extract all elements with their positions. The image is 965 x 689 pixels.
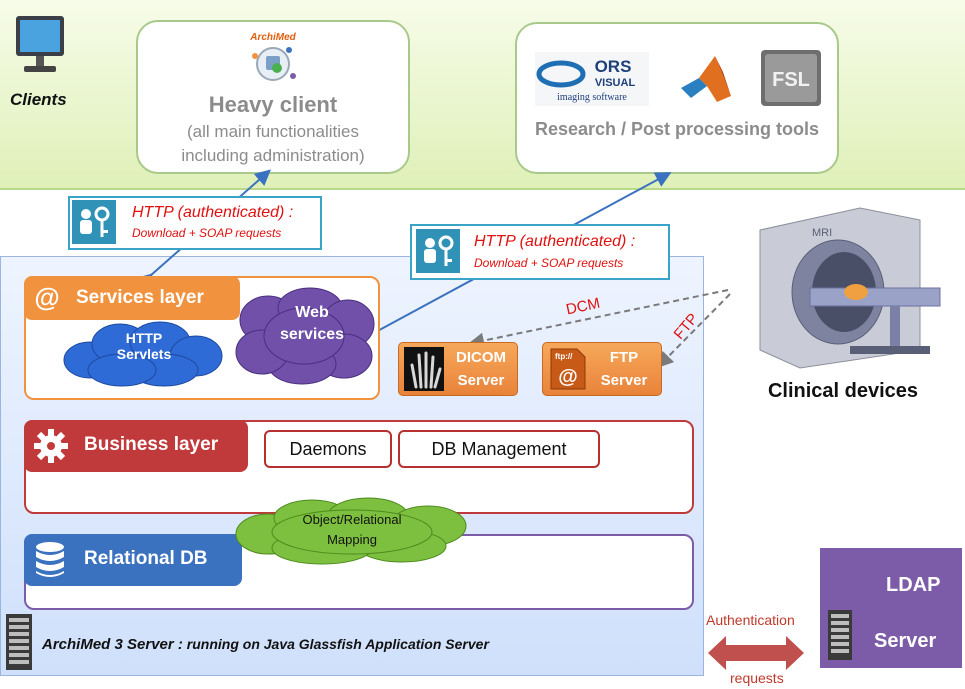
dicom-server-line1: DICOM bbox=[456, 349, 506, 366]
imaging-software-text: imaging software bbox=[557, 92, 627, 103]
services-layer-tab: @ Services layer bbox=[24, 276, 240, 320]
ftp-server-tile: ftp:// @ FTP Server bbox=[542, 342, 662, 396]
http-right-box: HTTP (authenticated) : Download + SOAP r… bbox=[410, 224, 670, 280]
user-key-icon bbox=[416, 229, 460, 273]
fsl-logo: FSL bbox=[761, 50, 821, 106]
ldap-server-box: LDAP Server bbox=[820, 548, 962, 668]
ftp-server-line1: FTP bbox=[609, 349, 639, 366]
ftp-icon-text: ftp:// bbox=[555, 352, 573, 361]
fsl-logo-text: FSL bbox=[772, 69, 810, 91]
archimed-logo: ArchiMed bbox=[249, 32, 297, 81]
http-servlets-label: HTTP Servlets bbox=[60, 330, 228, 362]
orm-label: Object/Relational Mapping bbox=[232, 510, 472, 550]
heavy-client-subtitle-line1: (all main functionalities bbox=[187, 122, 359, 141]
business-layer-title: Business layer bbox=[84, 434, 219, 455]
web-services-cloud bbox=[235, 287, 375, 385]
orm-line2: Mapping bbox=[327, 532, 377, 547]
archimed-logo-text: ArchiMed bbox=[249, 32, 296, 43]
dicom-server-line2: Server bbox=[457, 372, 505, 389]
monitor-icon bbox=[16, 16, 64, 72]
services-layer-title: Services layer bbox=[76, 287, 204, 308]
ldap-line2: Server bbox=[874, 630, 937, 652]
xray-hand-icon bbox=[404, 347, 444, 391]
server-footer-main: ArchiMed 3 Server : bbox=[42, 636, 183, 653]
web-services-label: Web services bbox=[242, 302, 382, 346]
mri-text: MRI bbox=[812, 227, 832, 239]
server-rack-icon bbox=[6, 614, 32, 670]
visual-logo-text: VISUAL bbox=[595, 77, 636, 89]
ftp-connector bbox=[657, 293, 731, 368]
http-right-subtitle: Download + SOAP requests bbox=[474, 256, 624, 270]
matlab-logo bbox=[681, 56, 731, 102]
dicom-server-tile: DICOM Server bbox=[398, 342, 518, 396]
server-rack-icon bbox=[828, 610, 852, 660]
relational-db-tab: Relational DB bbox=[24, 534, 242, 586]
authentication-arrow bbox=[708, 636, 804, 670]
http-servlets-line2: Servlets bbox=[116, 346, 172, 362]
heavy-client-title: Heavy client bbox=[208, 92, 338, 117]
authentication-label: Authentication bbox=[706, 612, 795, 628]
orm-line1: Object/Relational bbox=[302, 512, 402, 527]
dcm-connector bbox=[468, 289, 729, 349]
server-footer-rest: running on Java Glassfish Application Se… bbox=[182, 636, 489, 652]
server-footer-label: ArchiMed 3 Server : running on Java Glas… bbox=[42, 636, 489, 653]
ors-logo-text: ORS bbox=[595, 57, 632, 76]
web-services-line2: services bbox=[279, 326, 345, 343]
heavy-client-box: ArchiMed Heavy client (all main function… bbox=[136, 20, 410, 174]
ldap-line1: LDAP bbox=[886, 574, 941, 596]
ftp-server-line2: Server bbox=[600, 372, 648, 389]
daemons-box: Daemons bbox=[264, 430, 392, 468]
clients-label: Clients bbox=[10, 90, 67, 109]
research-tools-label: Research / Post processing tools bbox=[534, 119, 820, 139]
database-icon bbox=[36, 542, 64, 577]
db-management-box: DB Management bbox=[398, 430, 600, 468]
http-servlets-line1: HTTP bbox=[125, 330, 163, 346]
http-left-subtitle: Download + SOAP requests bbox=[132, 226, 282, 240]
heavy-client-subtitle: (all main functionalities including admi… bbox=[138, 120, 408, 168]
web-services-line1: Web bbox=[295, 304, 329, 321]
mri-scanner-icon: MRI bbox=[759, 207, 941, 369]
user-key-icon bbox=[72, 200, 116, 244]
business-layer-tab: Business layer bbox=[24, 420, 248, 472]
ftp-icon: ftp:// @ bbox=[550, 348, 586, 390]
http-right-title: HTTP (authenticated) : bbox=[474, 233, 636, 250]
orm-cloud bbox=[235, 497, 467, 565]
heavy-client-subtitle-line2: including administration) bbox=[181, 146, 365, 165]
http-left-title: HTTP (authenticated) : bbox=[132, 204, 294, 221]
http-left-box: HTTP (authenticated) : Download + SOAP r… bbox=[68, 196, 322, 250]
clinical-devices-label: Clinical devices bbox=[767, 380, 919, 402]
gear-icon bbox=[34, 429, 68, 463]
research-tools-box: ORS VISUAL imaging software FSL Research… bbox=[515, 22, 839, 174]
ors-visual-logo: ORS VISUAL imaging software bbox=[535, 52, 649, 106]
ftp-at-icon: @ bbox=[558, 366, 578, 388]
at-icon: @ bbox=[34, 282, 60, 312]
http-servlets-cloud bbox=[63, 321, 223, 387]
relational-db-title: Relational DB bbox=[84, 548, 208, 569]
requests-label: requests bbox=[730, 670, 784, 686]
